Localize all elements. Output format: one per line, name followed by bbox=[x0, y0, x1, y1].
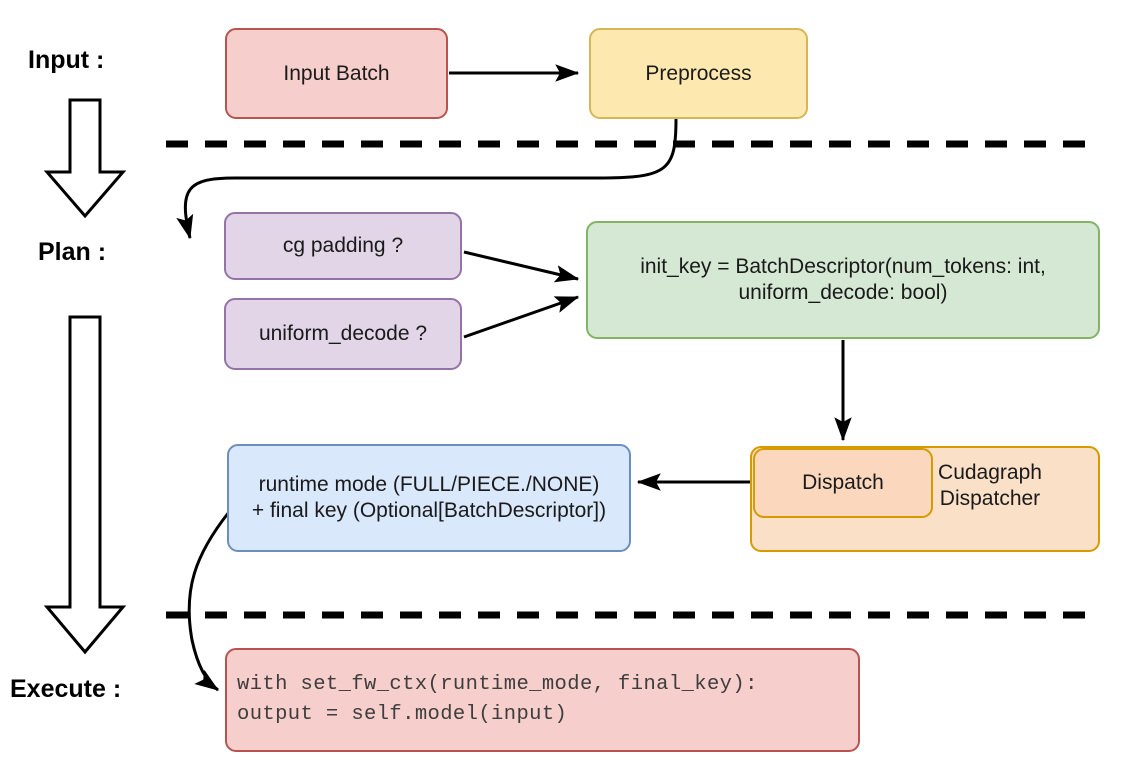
uniform-decode-to-init-key-arrow bbox=[463, 295, 580, 339]
node-execute-code[interactable]: with set_fw_ctx(runtime_mode, final_key)… bbox=[225, 648, 860, 752]
stage-label-plan: Plan : bbox=[38, 238, 107, 266]
node-preprocess[interactable]: Preprocess bbox=[589, 28, 808, 119]
stage-label-execute: Execute : bbox=[10, 675, 122, 703]
plan-to-execute-block-arrow bbox=[43, 315, 127, 655]
node-init-key[interactable]: init_key = BatchDescriptor(num_tokens: i… bbox=[586, 221, 1100, 339]
node-input-batch[interactable]: Input Batch bbox=[225, 28, 448, 119]
node-dispatch-label: Dispatch bbox=[802, 471, 884, 495]
node-runtime-mode-label: runtime mode (FULL/PIECE./NONE) + final … bbox=[251, 473, 607, 522]
node-dispatch[interactable]: Dispatch bbox=[753, 448, 933, 518]
node-runtime-mode[interactable]: runtime mode (FULL/PIECE./NONE) + final … bbox=[227, 444, 631, 552]
node-init-key-label: init_key = BatchDescriptor(num_tokens: i… bbox=[640, 255, 1046, 304]
node-cg-padding-label: cg padding ? bbox=[282, 234, 404, 258]
runtime-mode-to-execute-code-arrow bbox=[187, 511, 231, 692]
node-uniform-decode-label: uniform_decode ? bbox=[258, 322, 428, 346]
cg-padding-to-init-key-arrow bbox=[463, 250, 580, 283]
node-cudagraph-dispatcher-label: Cudagraph Dispatcher bbox=[938, 461, 1042, 510]
node-uniform-decode[interactable]: uniform_decode ? bbox=[224, 298, 462, 370]
node-input-batch-label: Input Batch bbox=[283, 61, 390, 85]
node-cg-padding[interactable]: cg padding ? bbox=[224, 212, 462, 280]
stage-label-input: Input : bbox=[28, 46, 105, 74]
preprocess-to-cg-padding-arrow bbox=[176, 118, 678, 240]
node-preprocess-label: Preprocess bbox=[645, 61, 752, 85]
node-execute-code-label: with set_fw_ctx(runtime_mode, final_key)… bbox=[237, 673, 758, 726]
input-to-plan-block-arrow bbox=[43, 98, 127, 219]
